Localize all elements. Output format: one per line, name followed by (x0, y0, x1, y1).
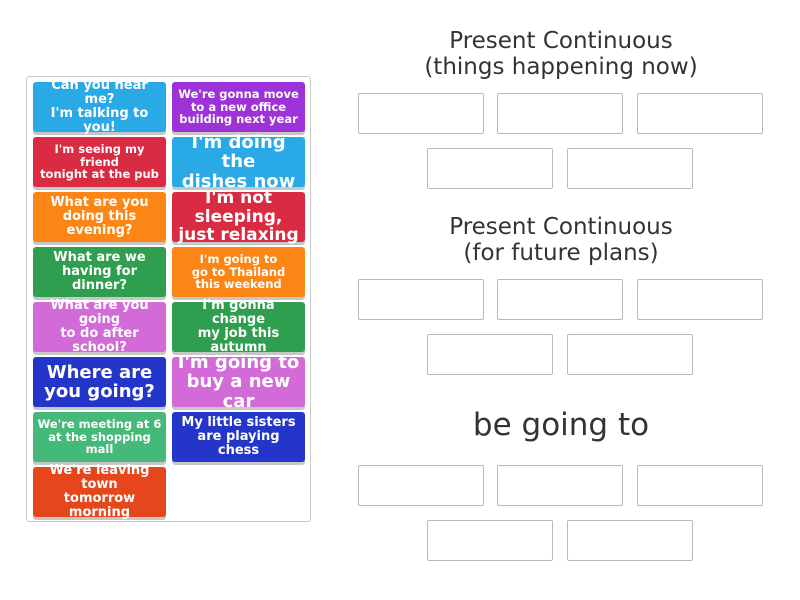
answer-card[interactable]: I'm seeing my friend tonight at the pub (33, 137, 166, 187)
answer-card[interactable]: What are you going to do after school? (33, 298, 166, 355)
answer-card[interactable]: Where are you going? (33, 357, 166, 407)
answer-card[interactable]: Can you hear me? I'm talking to you! (33, 78, 166, 135)
category-title-now: Present Continuous (things happening now… (424, 28, 698, 81)
drop-slot[interactable] (567, 148, 693, 189)
drop-slot[interactable] (358, 279, 484, 320)
answer-card[interactable]: I'm going to buy a new car (172, 353, 305, 411)
drop-slot[interactable] (637, 279, 763, 320)
category-title-going-to: be going to (472, 407, 650, 443)
drop-slot[interactable] (637, 465, 763, 506)
answer-card[interactable]: We're leaving town tomorrow morning (33, 463, 166, 520)
answer-card[interactable]: My little sisters are playing chess (172, 412, 305, 462)
drop-slot[interactable] (567, 334, 693, 375)
drop-slot[interactable] (567, 520, 693, 561)
answer-card[interactable]: We're meeting at 6 at the shopping mall (33, 412, 166, 462)
answer-card[interactable]: What are you doing this evening? (33, 192, 166, 242)
drop-slot[interactable] (427, 520, 553, 561)
drop-slot[interactable] (358, 465, 484, 506)
category-title-future-plans: Present Continuous (for future plans) (449, 214, 673, 267)
drop-slot[interactable] (427, 334, 553, 375)
answer-card[interactable]: What are we having for dinner? (33, 247, 166, 297)
drop-slot[interactable] (637, 93, 763, 134)
drop-slot[interactable] (427, 148, 553, 189)
answer-card[interactable]: I'm doing the dishes now (172, 133, 305, 191)
drop-slot[interactable] (497, 279, 623, 320)
answer-card[interactable]: I'm not sleeping, just relaxing (172, 189, 305, 244)
answer-card[interactable]: I'm going to go to Thailand this weekend (172, 247, 305, 297)
drop-slot[interactable] (497, 93, 623, 134)
answer-card[interactable]: I'm gonna change my job this autumn (172, 298, 305, 355)
drop-slot[interactable] (497, 465, 623, 506)
answer-card[interactable]: We're gonna move to a new office buildin… (172, 82, 305, 132)
drop-slot[interactable] (358, 93, 484, 134)
card-pool: Can you hear me? I'm talking to you! We'… (26, 76, 311, 522)
